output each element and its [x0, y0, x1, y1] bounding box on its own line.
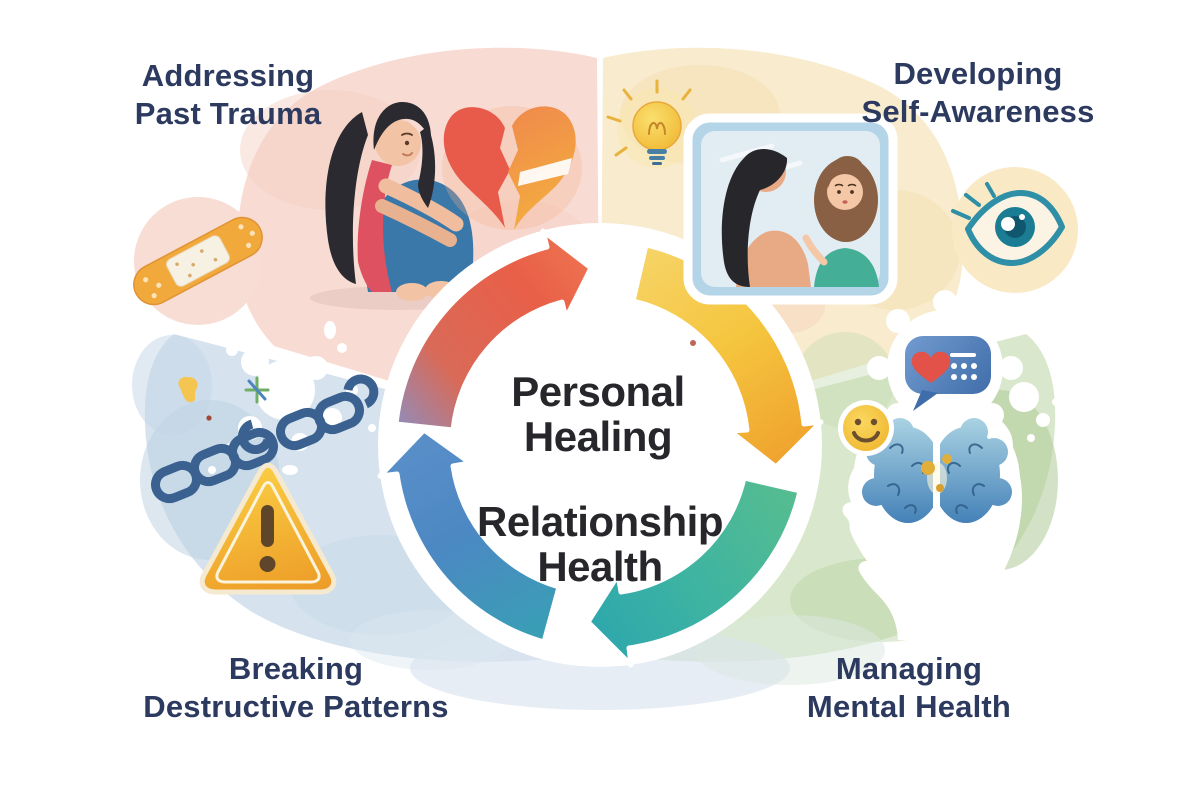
long-black-hair	[721, 149, 788, 287]
arrow-bottom-right	[585, 475, 803, 668]
reflection-arm	[802, 234, 828, 266]
label-relationship-health: Relationship Health	[476, 498, 724, 590]
label-line: Relationship	[476, 498, 724, 545]
broken-chain-icon	[151, 374, 379, 504]
arrow-top-left	[393, 228, 594, 433]
broken-heart-icon	[442, 106, 582, 230]
label-line: Self-Awareness	[861, 94, 1095, 129]
woman-reflection	[802, 156, 879, 287]
brain-icon	[862, 418, 1012, 528]
chain-broken-end	[237, 419, 273, 455]
label-line: Developing	[893, 56, 1063, 91]
smiley-icon	[838, 400, 894, 456]
eye-lashes	[951, 182, 996, 220]
hair-front	[373, 102, 432, 150]
label-line: Health	[537, 543, 663, 590]
arm	[378, 178, 464, 232]
label-line: Managing	[835, 651, 983, 686]
arm	[375, 199, 457, 247]
back-shoulders	[736, 230, 811, 287]
bandage-icon	[133, 197, 263, 325]
paint-splash-icon	[208, 321, 376, 475]
label-line: Past Trauma	[134, 96, 322, 131]
label-breaking-destructive-patterns: Breaking Destructive Patterns	[143, 650, 449, 726]
chain-link	[228, 427, 278, 471]
chain-link	[314, 391, 364, 435]
exclamation-dot	[259, 556, 276, 572]
exclamation-bar	[261, 505, 274, 547]
bubble-heart	[911, 351, 951, 383]
brain-head-illustration	[838, 290, 1060, 640]
chain-broken-end	[343, 374, 379, 409]
woman-back-view	[721, 149, 811, 287]
label-managing-mental-health: Managing Mental Health	[807, 650, 1011, 726]
green-sparkle-icon	[244, 376, 270, 404]
arrow-bottom-left	[377, 427, 562, 645]
label-line: Destructive Patterns	[143, 689, 449, 724]
label-developing-self-awareness: Developing Self-Awareness	[861, 55, 1094, 131]
label-line: Breaking	[228, 651, 364, 686]
paint-speck	[690, 340, 696, 346]
yellow-blob-icon	[178, 376, 198, 403]
red-speck	[206, 415, 212, 421]
filament	[648, 122, 666, 135]
cycle-arrows	[377, 228, 824, 668]
background-washes	[350, 610, 885, 710]
label-line: Addressing	[141, 58, 315, 93]
label-line: Mental Health	[806, 689, 1012, 724]
heart-tear	[518, 158, 572, 186]
thought-dots-icon	[1009, 382, 1060, 442]
bandage-shape	[133, 216, 263, 306]
label-line: Healing	[523, 413, 673, 460]
bubble-tail	[913, 390, 938, 411]
mirror-reflection-illustration	[683, 113, 898, 305]
hair-side	[418, 126, 436, 208]
label-line: Personal	[511, 368, 685, 415]
label-personal-healing: Personal Healing	[511, 368, 685, 460]
label-addressing-past-trauma: Addressing Past Trauma	[135, 57, 322, 133]
green-top	[814, 248, 879, 287]
eye-icon	[951, 167, 1078, 293]
reflection-face	[827, 174, 863, 210]
chat-heart-bubble-icon	[905, 336, 991, 411]
heart-left-half	[443, 107, 510, 228]
hair-back	[325, 112, 368, 284]
speck-icons	[178, 376, 270, 421]
warning-triangle-icon	[199, 462, 337, 595]
bangs	[827, 156, 867, 188]
foot	[396, 283, 428, 301]
